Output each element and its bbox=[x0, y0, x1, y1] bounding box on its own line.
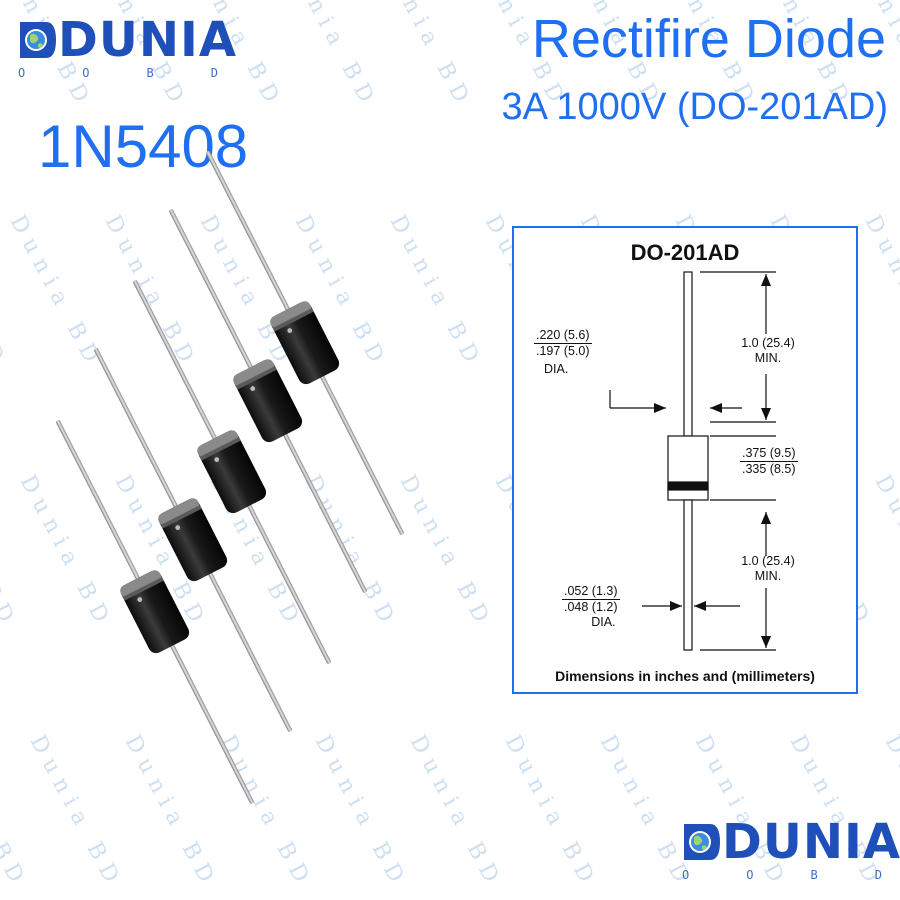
package-drawing: DO-201AD bbox=[512, 226, 858, 694]
brand-subline: O O B D bbox=[682, 868, 882, 882]
body-length-label: .375 (9.5) .335 (8.5) bbox=[740, 446, 798, 477]
page-subtitle: 3A 1000V (DO-201AD) bbox=[501, 86, 888, 128]
watermark-text: Dunia BD bbox=[0, 0, 2, 114]
brand-subline: O O B D bbox=[18, 66, 218, 80]
body-diameter-max: .220 (5.6) bbox=[534, 328, 592, 344]
lead-length-bottom-value: 1.0 (25.4) bbox=[741, 554, 795, 568]
body-diameter-min: .197 (5.0) bbox=[536, 344, 590, 358]
watermark-text: Dunia BD bbox=[870, 471, 900, 634]
brand-sub-letter: O bbox=[82, 66, 90, 80]
product-photo bbox=[37, 150, 423, 810]
body-diameter-unit: DIA. bbox=[544, 362, 569, 376]
watermark-text: Dunia BD bbox=[860, 211, 900, 374]
brand-name: DUNIA bbox=[58, 12, 237, 68]
globe-icon bbox=[684, 824, 720, 860]
brand-logo-word: DUNIA bbox=[18, 16, 237, 64]
brand-logo: DUNIA O O B D bbox=[18, 16, 237, 80]
lead-length-bottom-note: MIN. bbox=[754, 569, 782, 583]
globe-icon bbox=[20, 22, 56, 58]
lead-diameter-min: .048 (1.2) bbox=[564, 600, 618, 614]
brand-sub-letter: D bbox=[210, 66, 218, 80]
brand-sub-letter: O bbox=[682, 868, 690, 882]
lead-diameter-label: .052 (1.3) .048 (1.2) DIA. bbox=[562, 584, 620, 630]
lead-diameter-unit: DIA. bbox=[591, 615, 616, 629]
watermark-text: Dunia BD bbox=[280, 0, 382, 114]
lead-length-top-note: MIN. bbox=[754, 351, 782, 365]
body-length-max: .375 (9.5) bbox=[740, 446, 798, 462]
lead-diameter-max: .052 (1.3) bbox=[562, 584, 620, 600]
brand-sub-letter: O bbox=[746, 868, 754, 882]
body-diameter-label: .220 (5.6) .197 (5.0) DIA. bbox=[534, 328, 592, 377]
watermark-text: Dunia BD bbox=[375, 0, 477, 114]
lead-length-bottom-label: 1.0 (25.4) MIN. bbox=[728, 554, 808, 584]
page-title: Rectifire Diode bbox=[531, 9, 886, 69]
brand-sub-letter: D bbox=[874, 868, 882, 882]
brand-name: DUNIA bbox=[722, 814, 900, 870]
brand-sub-letter: O bbox=[18, 66, 26, 80]
brand-sub-letter: B bbox=[146, 66, 154, 80]
package-footnote: Dimensions in inches and (millimeters) bbox=[555, 668, 815, 684]
lead-length-top-label: 1.0 (25.4) MIN. bbox=[728, 336, 808, 366]
body-length-min: .335 (8.5) bbox=[742, 462, 796, 476]
part-number: 1N5408 bbox=[38, 113, 249, 180]
package-title: DO-201AD bbox=[630, 240, 740, 265]
brand-sub-letter: B bbox=[810, 868, 818, 882]
lead-length-top-value: 1.0 (25.4) bbox=[741, 336, 795, 350]
brand-logo-footer: DUNIA O O B D bbox=[682, 818, 900, 882]
package-outline bbox=[609, 271, 776, 651]
brand-logo-word: DUNIA bbox=[682, 818, 900, 866]
watermark-text: Dunia BD bbox=[500, 731, 602, 894]
